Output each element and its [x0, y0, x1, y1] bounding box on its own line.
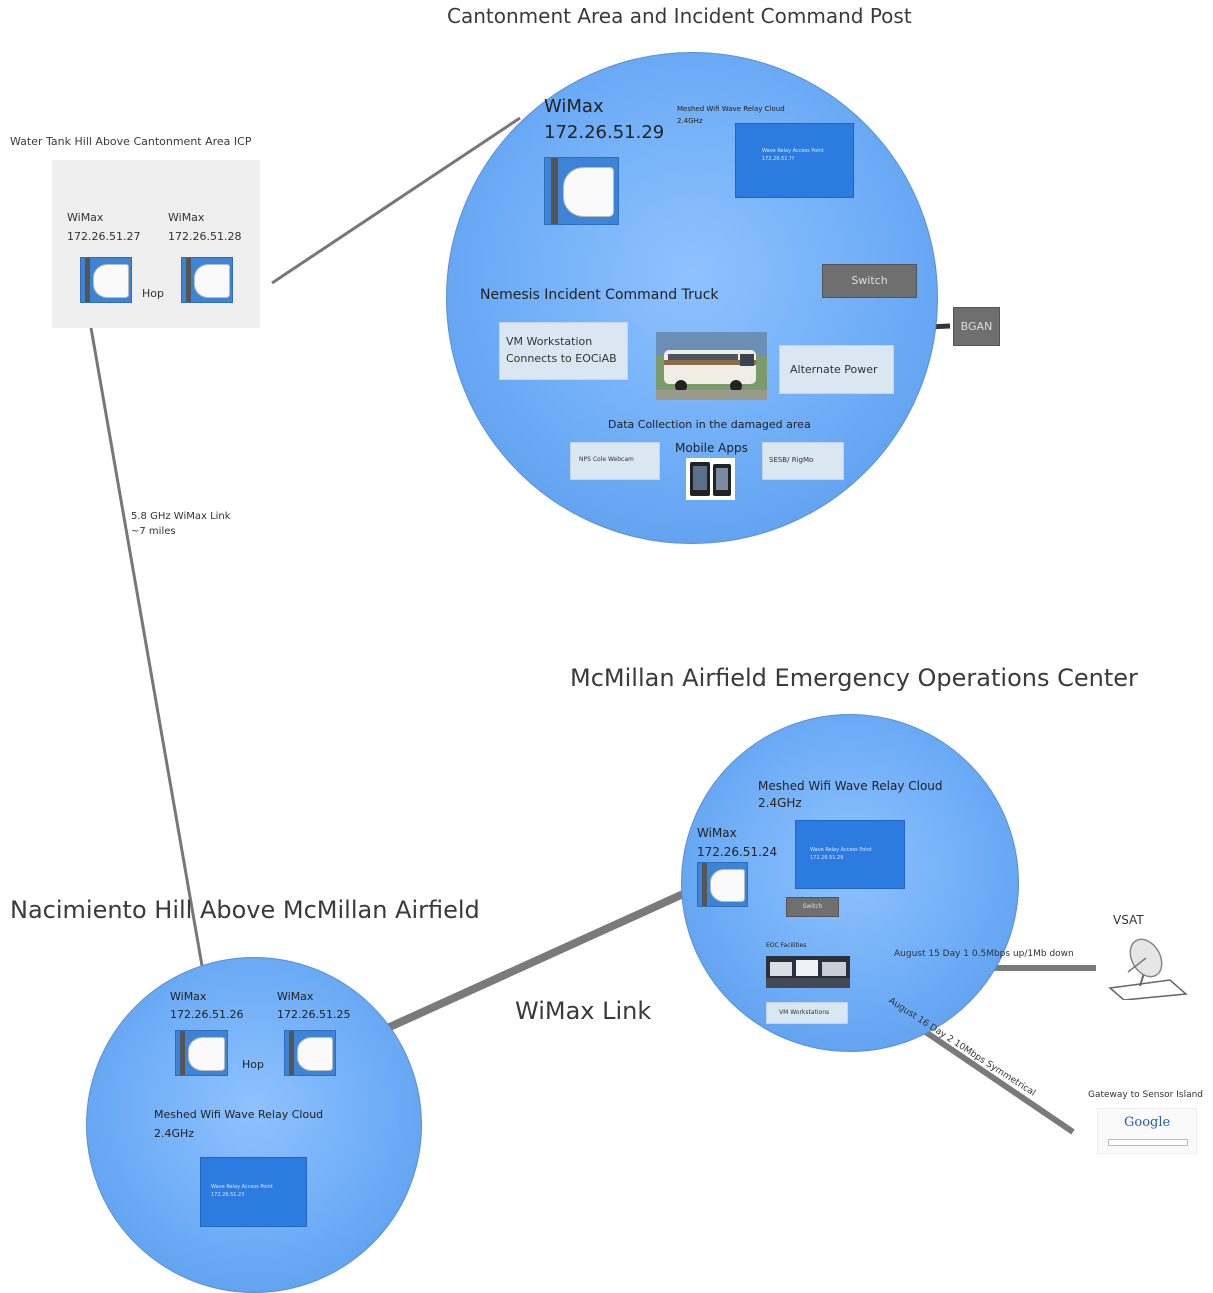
icp-ap-label-line2: 172.26.51.?? [762, 156, 795, 162]
icp-webcam-box: NPS Cole Webcam [570, 442, 660, 480]
wt-hop-label: Hop [142, 287, 164, 300]
nac-right-wimax-label: WiMax [277, 990, 314, 1003]
icp-sensor-box: SESB/ RigMo [762, 442, 844, 480]
vsat-link-label: August 15 Day 1 0.5Mbps up/1Mb down [894, 949, 1074, 959]
eoc-ap-label-line2: 172.26.51.29 [810, 855, 844, 861]
wt-left-wimax-ip: 172.26.51.27 [67, 230, 141, 243]
title-cantonment: Cantonment Area and Incident Command Pos… [447, 4, 912, 28]
eoc-mesh-label-line1: Meshed Wifi Wave Relay Cloud [758, 779, 943, 793]
icp-wimax-label: WiMax [544, 96, 604, 117]
satellite-dish-icon [1100, 936, 1190, 1001]
eoc-wimax-ip: 172.26.51.24 [697, 845, 778, 859]
title-nacimiento: Nacimiento Hill Above McMillan Airfield [10, 896, 480, 924]
title-water-tank: Water Tank Hill Above Cantonment Area IC… [10, 135, 252, 148]
nac-wave-relay-access-point: Wave Relay Access Point 172.26.51.23 [200, 1157, 307, 1227]
nac-ap-label-line2: 172.26.51.23 [211, 1192, 245, 1198]
nac-left-wimax-label: WiMax [170, 990, 207, 1003]
icp-mesh-label-line2: 2.4GHz [677, 117, 703, 125]
icp-alt-power-label: Alternate Power [790, 363, 878, 376]
nacimiento-circle [86, 957, 422, 1293]
icp-webcam-label: NPS Cole Webcam [579, 456, 634, 463]
icp-alternate-power-box: Alternate Power [779, 345, 894, 394]
eoc-mesh-label-line2: 2.4GHz [758, 796, 802, 810]
icp-switch: Switch [822, 264, 917, 298]
wimax-antenna-icon [181, 257, 233, 303]
icp-vm-line2: Connects to EOCiAB [506, 352, 617, 365]
icp-mesh-label-line1: Meshed Wifi Wave Relay Cloud [677, 105, 785, 113]
nac-mesh-label-line2: 2.4GHz [154, 1127, 195, 1140]
link-watertank-icp [271, 116, 521, 285]
nac-mesh-label-line1: Meshed Wifi Wave Relay Cloud [154, 1108, 324, 1121]
icp-wave-relay-access-point: Wave Relay Access Point 172.26.51.?? [735, 123, 854, 198]
wimax-antenna-icon [175, 1030, 228, 1076]
icp-ap-label-line1: Wave Relay Access Point [762, 148, 824, 154]
bgan-box: BGAN [953, 307, 1000, 346]
wimax-link-label: WiMax Link [515, 997, 652, 1025]
long-link-label-line1: 5.8 GHz WiMax Link [131, 511, 231, 522]
vsat-label: VSAT [1113, 913, 1144, 927]
link-nacimiento-eoc [348, 886, 694, 1049]
search-bar-icon [1108, 1139, 1188, 1146]
long-link-label-line2: ~7 miles [131, 526, 176, 537]
nac-ap-label-line1: Wave Relay Access Point [211, 1184, 273, 1190]
icp-sensor-label: SESB/ RigMo [769, 456, 814, 464]
eoc-vm-label: VM Workstations [779, 1009, 830, 1016]
wt-left-wimax-label: WiMax [67, 211, 104, 224]
rv-truck-photo [656, 332, 767, 400]
eoc-wimax-label: WiMax [697, 826, 737, 840]
nac-hop-label: Hop [242, 1058, 264, 1071]
nac-right-wimax-ip: 172.26.51.25 [277, 1008, 351, 1021]
google-logo-box: Google [1097, 1108, 1197, 1154]
nac-left-wimax-ip: 172.26.51.26 [170, 1008, 244, 1021]
wimax-antenna-icon [80, 257, 132, 303]
wimax-antenna-icon [284, 1030, 336, 1076]
wimax-antenna-icon [544, 157, 619, 225]
eoc-wave-relay-access-point: Wave Relay Access Point 172.26.51.29 [795, 820, 905, 889]
wt-right-wimax-ip: 172.26.51.28 [168, 230, 242, 243]
link-watertank-nacimiento [88, 321, 207, 984]
eoc-facilities-photo [766, 956, 850, 988]
icp-vm-line1: VM Workstation [506, 335, 593, 348]
gateway-sensor-island-label: Gateway to Sensor Island [1088, 1090, 1204, 1100]
title-mcmillan: McMillan Airfield Emergency Operations C… [570, 664, 1138, 692]
wimax-antenna-icon [697, 862, 748, 907]
eoc-vm-workstations-box: VM Workstations [766, 1002, 848, 1024]
icp-vm-workstation-box: VM Workstation Connects to EOCiAB [499, 322, 628, 380]
eoc-ap-label-line1: Wave Relay Access Point [810, 847, 872, 853]
icp-data-collection-label: Data Collection in the damaged area [608, 418, 811, 431]
google-logo: Google [1124, 1115, 1171, 1130]
eoc-switch: Switch [786, 897, 839, 917]
icp-truck-title: Nemesis Incident Command Truck [480, 287, 719, 303]
icp-wimax-ip: 172.26.51.29 [544, 122, 665, 143]
icp-mobile-apps-label: Mobile Apps [675, 441, 748, 455]
mobile-devices-icon [686, 458, 735, 500]
wt-right-wimax-label: WiMax [168, 211, 205, 224]
rv-truck-icon [656, 332, 767, 400]
eoc-facilities-label: EOC Facilities [766, 942, 807, 949]
